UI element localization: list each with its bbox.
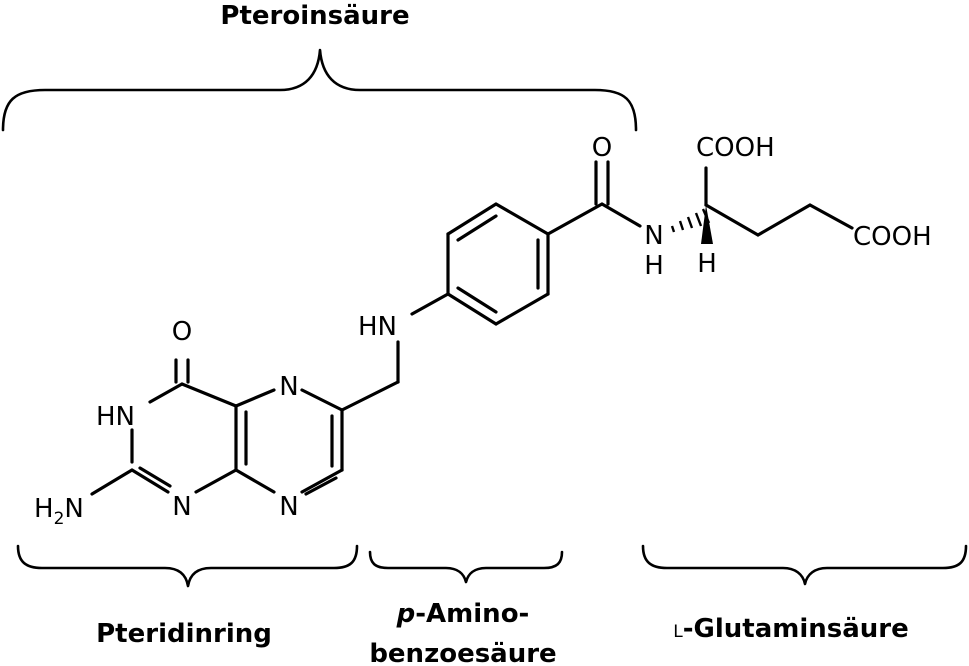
amide-bonds: [546, 160, 642, 236]
glutamate-chain-bonds: [704, 166, 854, 237]
stereo-wedge-bond: [701, 205, 713, 244]
benzene-ring-bonds: [446, 202, 550, 326]
label-paba-line2: benzoesäure: [369, 639, 556, 666]
atom-carbonyl-o-ring: O: [172, 317, 192, 347]
atom-n-ring-top: N: [279, 372, 298, 402]
pteridine-ring-bonds: [90, 358, 344, 496]
label-pteroic-acid: Pteroinsäure: [220, 1, 409, 31]
atom-amide-h: H: [644, 251, 664, 281]
atom-amide-o: O: [592, 133, 612, 163]
atom-h2n: H2N: [34, 494, 84, 529]
brace-glutamic-acid: [641, 544, 968, 586]
atom-amide-n: N: [644, 221, 663, 251]
atom-cooh-side: COOH: [853, 222, 932, 252]
atom-alpha-h: H: [697, 249, 717, 279]
atom-cooh-alpha: COOH: [696, 133, 775, 163]
brace-paba: [368, 550, 564, 584]
label-glutamic-acid: L-Glutaminsäure: [673, 614, 909, 644]
methylene-linker-bonds: [340, 292, 450, 412]
atom-n-ring-bottom-left: N: [172, 492, 191, 522]
brace-pteridine-ring: [16, 544, 359, 588]
atom-hn-ring: HN: [96, 402, 135, 432]
atom-n-ring-bottom-right: N: [279, 492, 298, 522]
label-paba-line1: p-Amino-: [396, 599, 530, 629]
atom-hn-linker: HN: [358, 312, 397, 342]
label-pteridine-ring: Pteridinring: [96, 619, 272, 649]
brace-pteroic-acid: [1, 48, 638, 132]
